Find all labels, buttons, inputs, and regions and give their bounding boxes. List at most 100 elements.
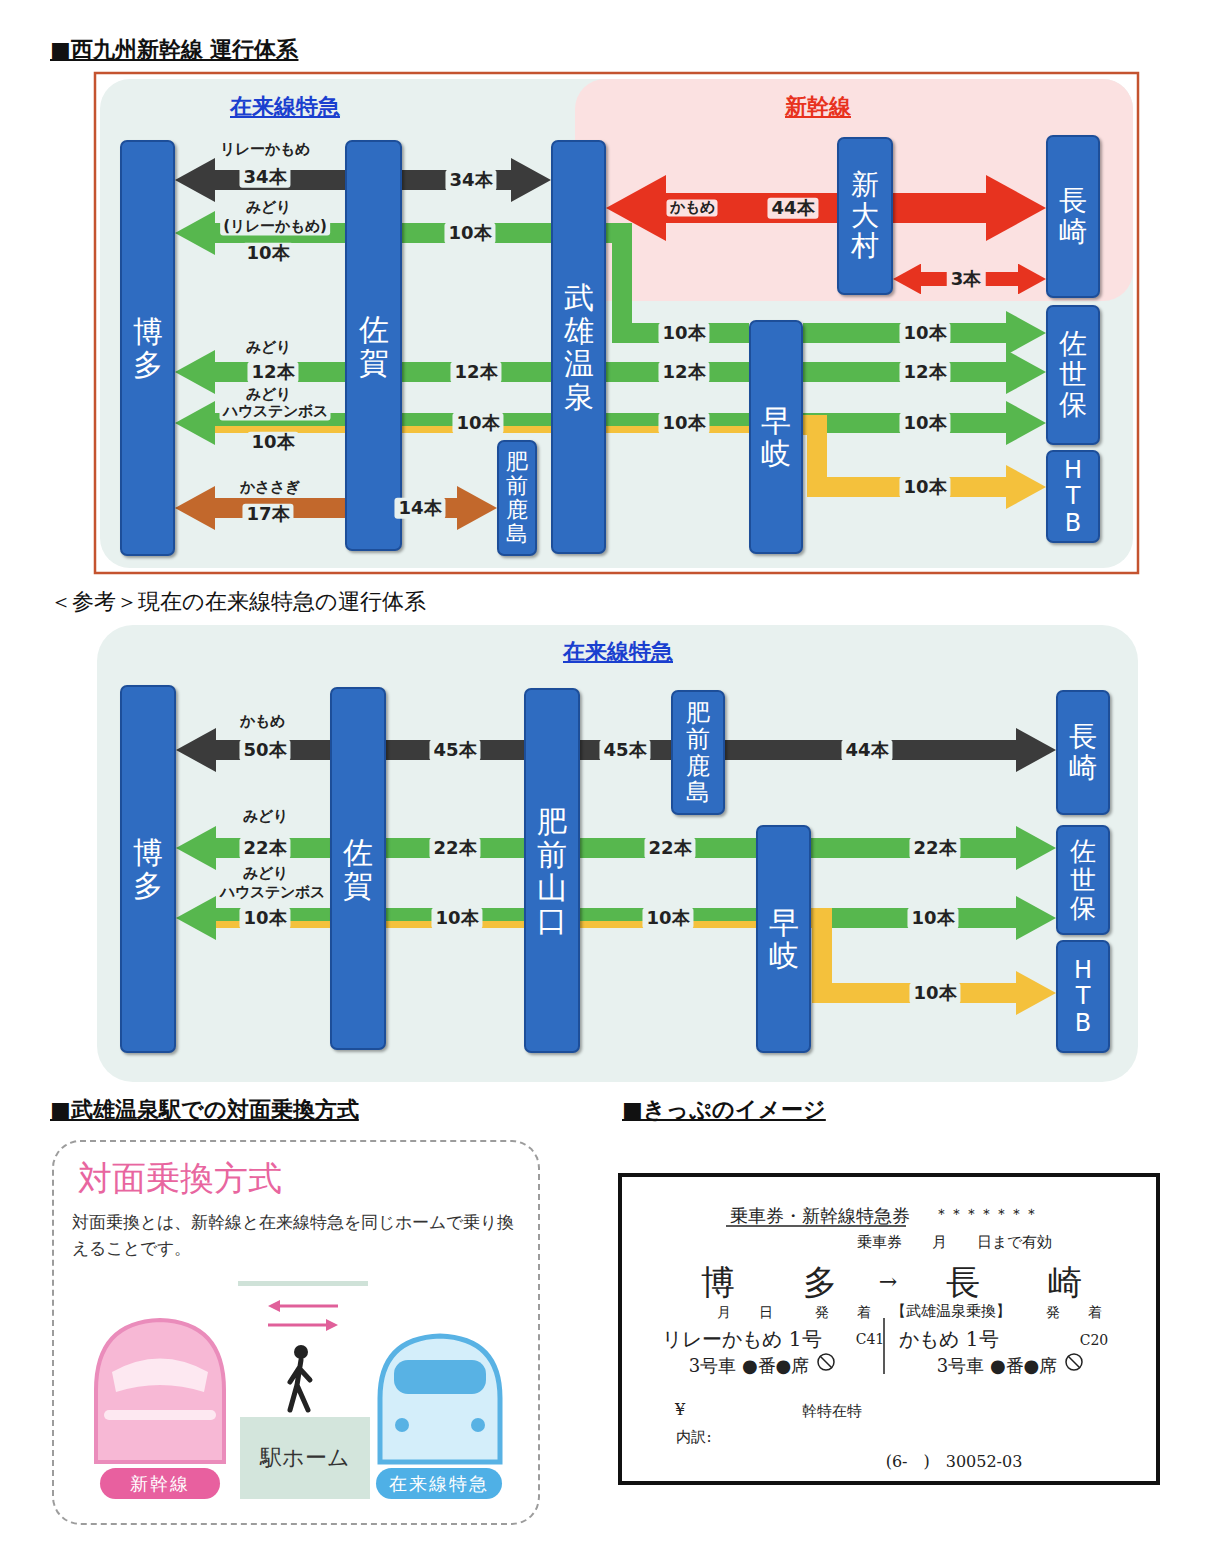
- train-count: 12本: [899, 362, 950, 383]
- ticket-text: 3号車 ●番●席: [689, 1354, 810, 1378]
- station-name: 長崎: [1059, 186, 1087, 248]
- ticket-text: C41: [856, 1331, 885, 1347]
- station-box: 佐賀: [345, 140, 402, 551]
- train-name: かもめ: [237, 713, 288, 730]
- station-name: 佐世保: [1070, 837, 1096, 923]
- train-name: かもめ: [667, 199, 718, 216]
- station-name: 肥前鹿島: [506, 450, 528, 547]
- train-count: 22本: [909, 838, 960, 859]
- ticket-text: C20: [1080, 1332, 1109, 1348]
- arrow-body: [666, 193, 837, 223]
- shinkansen-stripe: [104, 1410, 216, 1420]
- arrow-body: [386, 740, 524, 760]
- ticket-text: 幹特在特: [802, 1402, 862, 1421]
- train-name: みどり: [240, 808, 291, 825]
- ticket-box: 乗車券・新幹線特急券＊＊＊＊＊＊＊乗車券 月 日まで有効博 多→長 崎月 日 発…: [618, 1173, 1160, 1485]
- limited-express-train: [380, 1336, 500, 1462]
- label-pill: 在来線特急: [376, 1468, 502, 1499]
- train-count: 22本: [429, 838, 480, 859]
- train-name: ハウステンボス: [217, 884, 328, 901]
- train-count: 3本: [947, 269, 986, 290]
- station-name: 長崎: [1069, 722, 1097, 784]
- arrow-body: [803, 362, 1006, 382]
- band-title: 在来線特急: [563, 637, 673, 667]
- arrow-body: [606, 362, 749, 382]
- station-box: 武雄温泉: [551, 140, 606, 554]
- train-name: みどり: [240, 865, 291, 882]
- train-count: 14本: [394, 498, 445, 519]
- train-count: 44本: [767, 198, 818, 219]
- ticket-text: (6- ) 30052-03: [886, 1452, 1023, 1473]
- ticket-text: ＊＊＊＊＊＊＊: [934, 1205, 1039, 1224]
- arrow-body: [402, 170, 511, 190]
- station-box: HTB: [1056, 940, 1110, 1053]
- platform-label: 駅ホーム: [260, 1443, 350, 1473]
- train-count: 10本: [247, 432, 298, 453]
- arrow-body: [606, 233, 749, 333]
- train-name: (リレーかもめ): [220, 218, 330, 235]
- station-box: 早岐: [756, 825, 811, 1053]
- station-name: 早岐: [761, 404, 791, 470]
- train-count: 22本: [644, 838, 695, 859]
- station-box: 佐賀: [330, 687, 386, 1050]
- ticket-text: 発 着: [1046, 1304, 1102, 1322]
- station-box: 新大村: [837, 137, 893, 295]
- arrow-body: [811, 838, 1016, 858]
- seat-symbol: [818, 1354, 834, 1370]
- station-box: 肥前鹿島: [497, 440, 537, 556]
- train-count: 10本: [658, 413, 709, 434]
- train-name: みどり: [243, 199, 294, 216]
- band-fill: [97, 625, 1138, 1082]
- train-name: ハウステンボス: [220, 403, 331, 420]
- station-box: 博多: [120, 140, 175, 556]
- arrow-body: [803, 323, 1006, 343]
- transfer-arrow: [268, 1324, 328, 1327]
- station-box: 肥前鹿島: [671, 690, 725, 815]
- station-box: 佐世保: [1046, 305, 1100, 445]
- train-count: 10本: [899, 413, 950, 434]
- panel-heading: 対面乗換方式: [78, 1156, 282, 1202]
- station-box: 長崎: [1046, 135, 1100, 298]
- arrow-body: [803, 413, 1006, 433]
- train-count: 22本: [239, 838, 290, 859]
- station-name: 新大村: [851, 170, 879, 262]
- station-name: HTB: [1061, 457, 1085, 536]
- ticket-text: 乗車券 月 日まで有効: [857, 1233, 1052, 1252]
- section-heading: ＜参考＞現在の在来線特急の運行体系: [50, 587, 426, 617]
- station-name: 武雄温泉: [564, 281, 594, 413]
- train-count: 10本: [444, 223, 495, 244]
- arrow-body: [725, 740, 1016, 760]
- train-count: 45本: [429, 740, 480, 761]
- ticket-text: かもめ 1号: [899, 1326, 998, 1353]
- station-name: 肥前鹿島: [686, 700, 710, 806]
- arrow-body: [580, 908, 756, 928]
- train-count: 10本: [242, 243, 293, 264]
- ticket-text: 月 日 発 着: [717, 1304, 871, 1322]
- ticket-text: 【武雄温泉乗換】: [891, 1302, 1011, 1321]
- panel-body: 対面乗換とは、新幹線と在来線特急を同じホームで乗り換えることです。: [72, 1210, 527, 1261]
- pill-label: 新幹線: [130, 1472, 190, 1496]
- band-title: 新幹線: [785, 92, 851, 122]
- train-count: 10本: [642, 908, 693, 929]
- transfer-arrow: [326, 1319, 338, 1331]
- train-count: 10本: [907, 908, 958, 929]
- arrow-body: [216, 740, 330, 760]
- shinkansen-train: [96, 1320, 224, 1462]
- station-box: 博多: [120, 685, 176, 1053]
- train-light: [471, 1418, 485, 1432]
- arrow-body: [386, 838, 524, 858]
- arrow-body: [386, 908, 524, 928]
- ticket-text: 長 崎: [946, 1260, 1082, 1306]
- station-name: 博多: [133, 836, 163, 902]
- station-box: 長崎: [1056, 690, 1110, 815]
- ticket-text: 3号車 ●番●席: [937, 1354, 1058, 1378]
- arrow-body: [402, 413, 551, 433]
- ticket-text: リレーかもめ 1号: [662, 1326, 821, 1353]
- arrow-body: [580, 740, 671, 760]
- label-pill: 新幹線: [100, 1468, 220, 1499]
- arrow-body: [215, 362, 345, 382]
- page-title: ■西九州新幹線 運行体系: [50, 35, 298, 65]
- section-heading: ■きっぷのイメージ: [622, 1095, 826, 1125]
- train-window: [394, 1360, 486, 1394]
- platform-box: 駅ホーム: [240, 1417, 370, 1499]
